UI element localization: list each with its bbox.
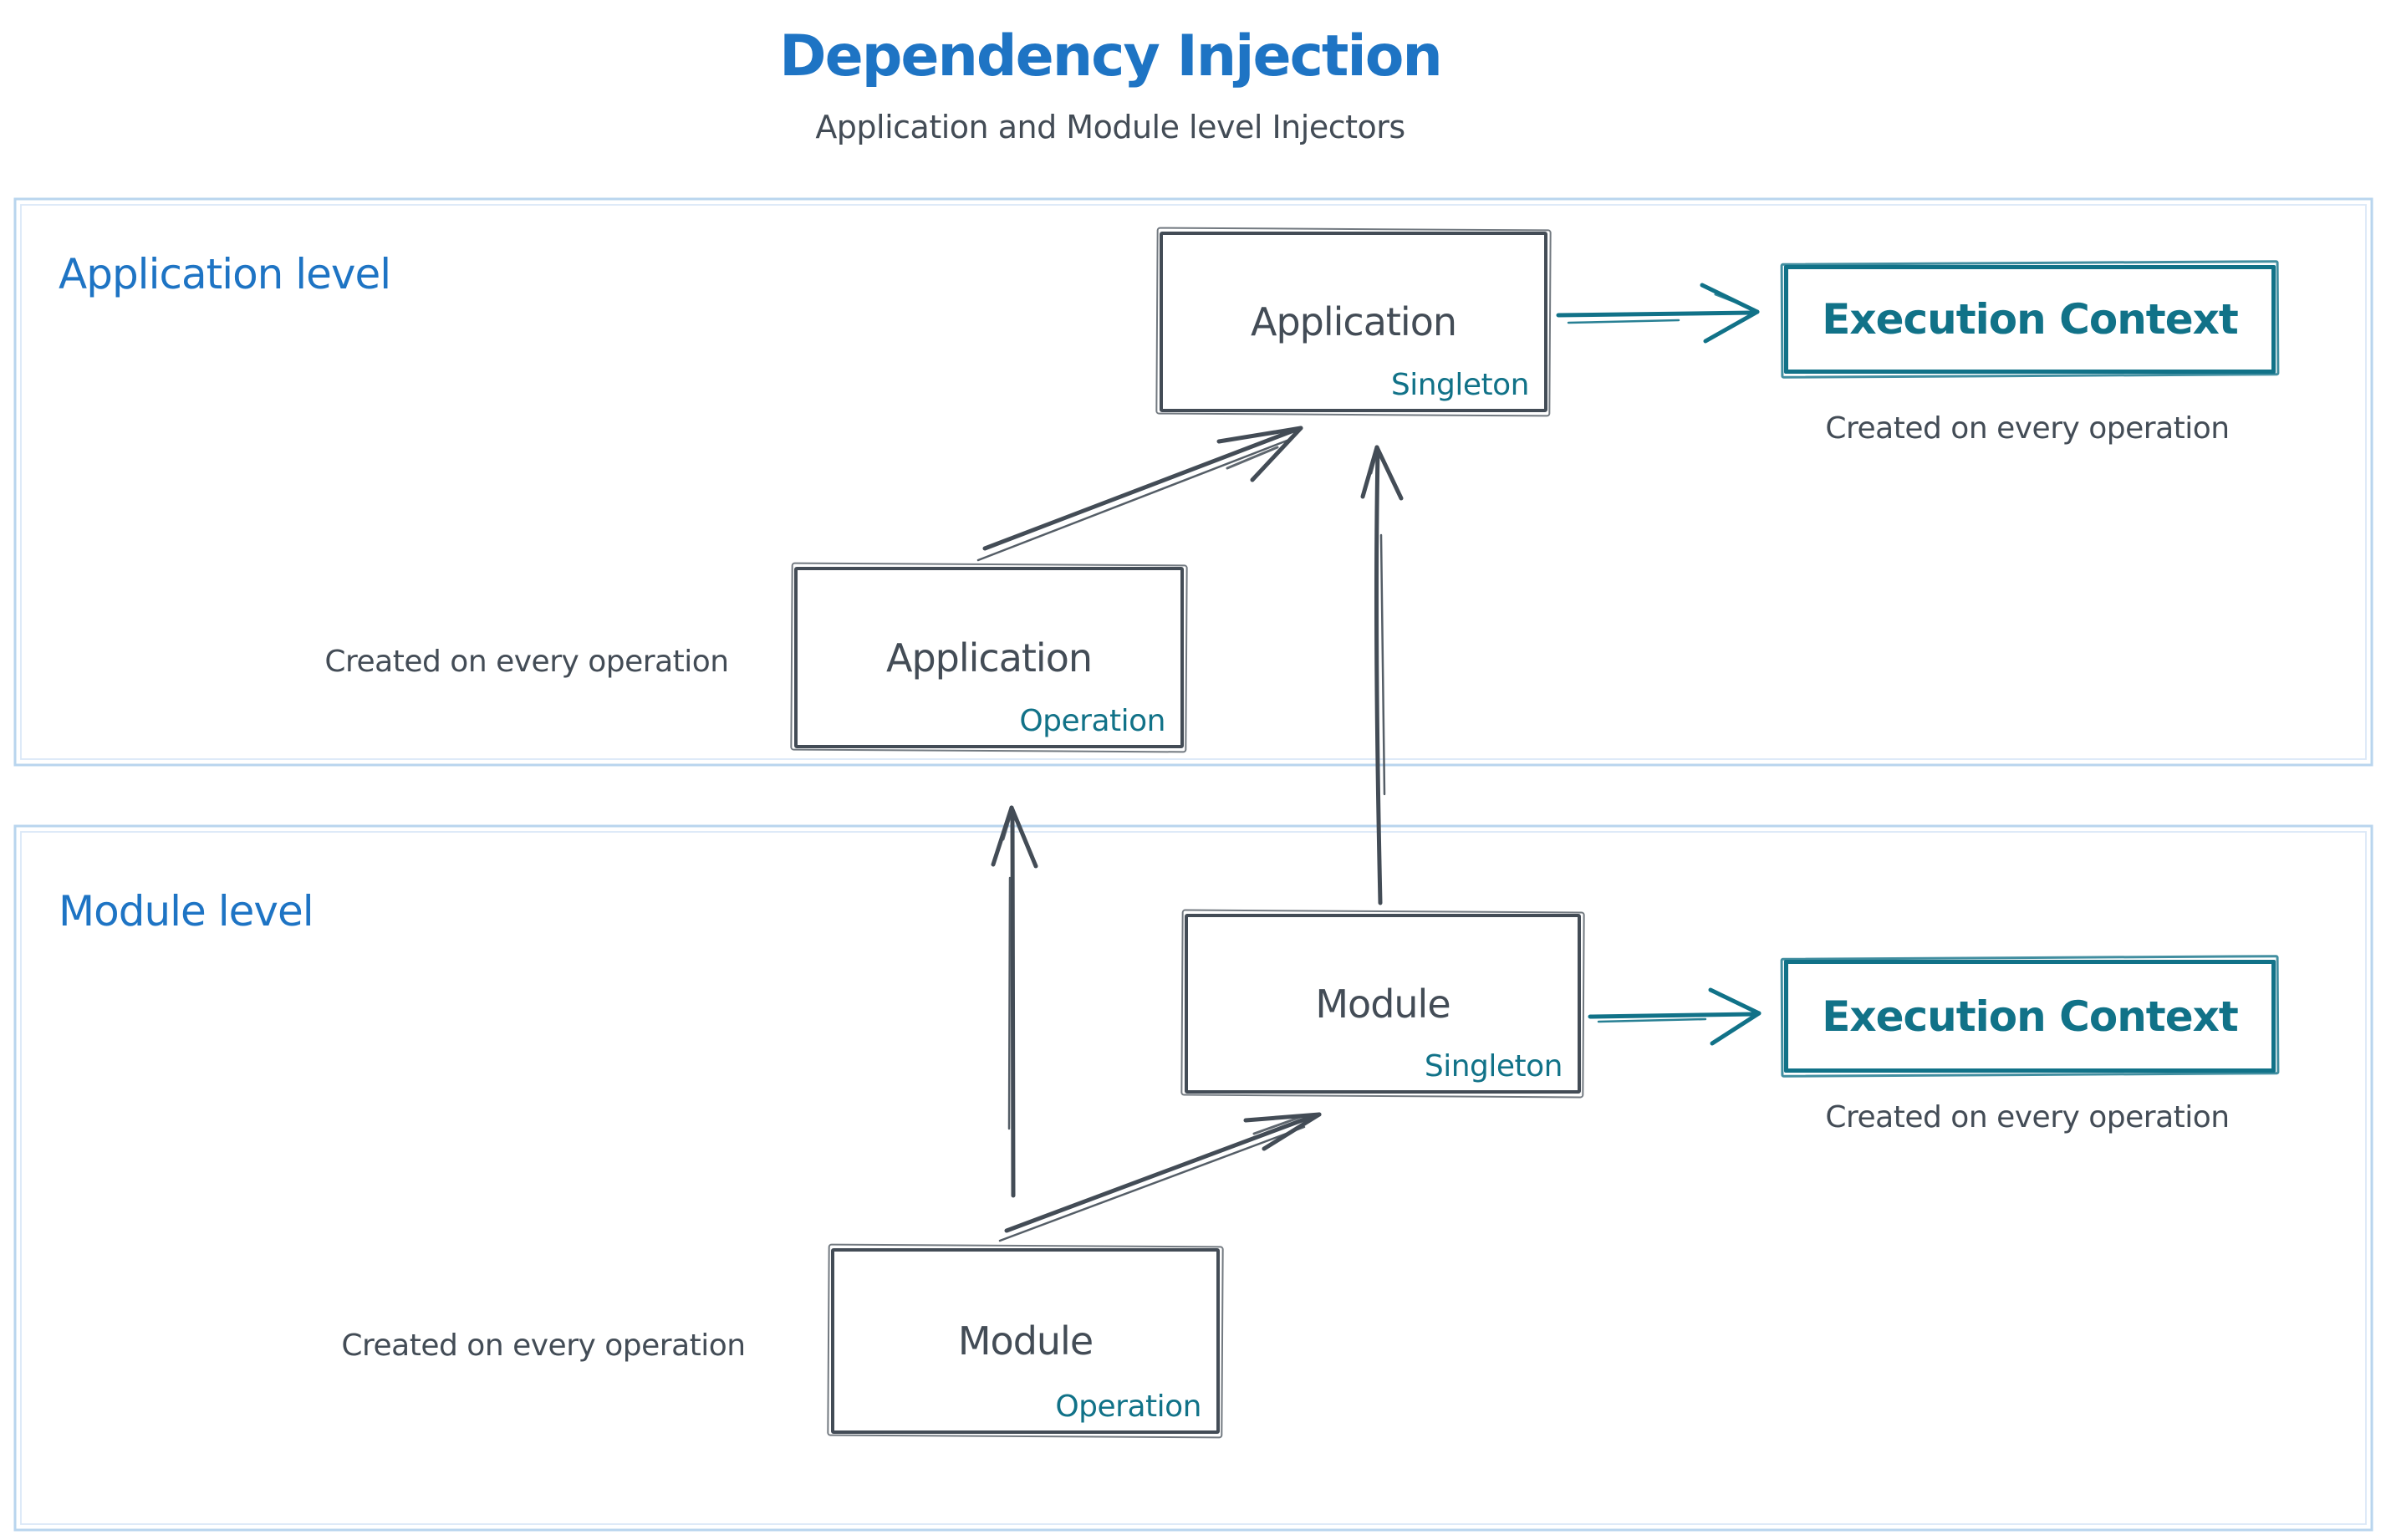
arrow-app-singleton-to-execution-context <box>1556 283 1760 344</box>
box-module-operation: Module Operation <box>831 1248 1220 1434</box>
box-application-operation: Application Operation <box>794 567 1184 748</box>
arrow-module-singleton-to-app-singleton <box>1360 445 1404 905</box>
box-application-singleton-scope: Singleton <box>1390 368 1530 402</box>
module-level-container <box>13 824 2373 1532</box>
caption-execution-application: Created on every operation <box>1825 411 2230 446</box>
box-application-singleton-title: Application <box>1250 299 1457 344</box>
caption-application-operation: Created on every operation <box>324 645 729 679</box>
box-execution-context-application: Execution Context <box>1784 265 2276 374</box>
box-module-singleton-title: Module <box>1315 981 1450 1027</box>
box-module-operation-scope: Operation <box>1055 1390 1201 1424</box>
application-level-container <box>13 197 2373 767</box>
box-module-singleton-scope: Singleton <box>1424 1049 1563 1084</box>
box-application-operation-title: Application <box>885 635 1093 681</box>
caption-execution-module: Created on every operation <box>1825 1100 2230 1135</box>
module-level-label: Module level <box>59 887 314 936</box>
box-module-singleton: Module Singleton <box>1185 914 1581 1094</box>
execution-context-module-label: Execution Context <box>1822 992 2239 1041</box>
box-application-operation-scope: Operation <box>1019 704 1165 738</box>
arrow-module-operation-to-app-operation <box>991 805 1038 1198</box>
arrow-module-operation-to-module-singleton <box>998 1112 1322 1242</box>
caption-module-operation: Created on every operation <box>341 1328 746 1363</box>
page-title: Dependency Injection <box>779 23 1443 89</box>
arrow-module-singleton-to-execution-context <box>1588 987 1761 1046</box>
execution-context-application-label: Execution Context <box>1822 295 2239 344</box>
page-subtitle: Application and Module level Injectors <box>815 109 1405 145</box>
arrow-app-operation-to-app-singleton <box>976 426 1303 562</box>
box-execution-context-module: Execution Context <box>1784 960 2276 1073</box>
box-module-operation-title: Module <box>957 1318 1094 1364</box>
application-level-label: Application level <box>59 250 391 298</box>
box-application-singleton: Application Singleton <box>1160 232 1547 412</box>
